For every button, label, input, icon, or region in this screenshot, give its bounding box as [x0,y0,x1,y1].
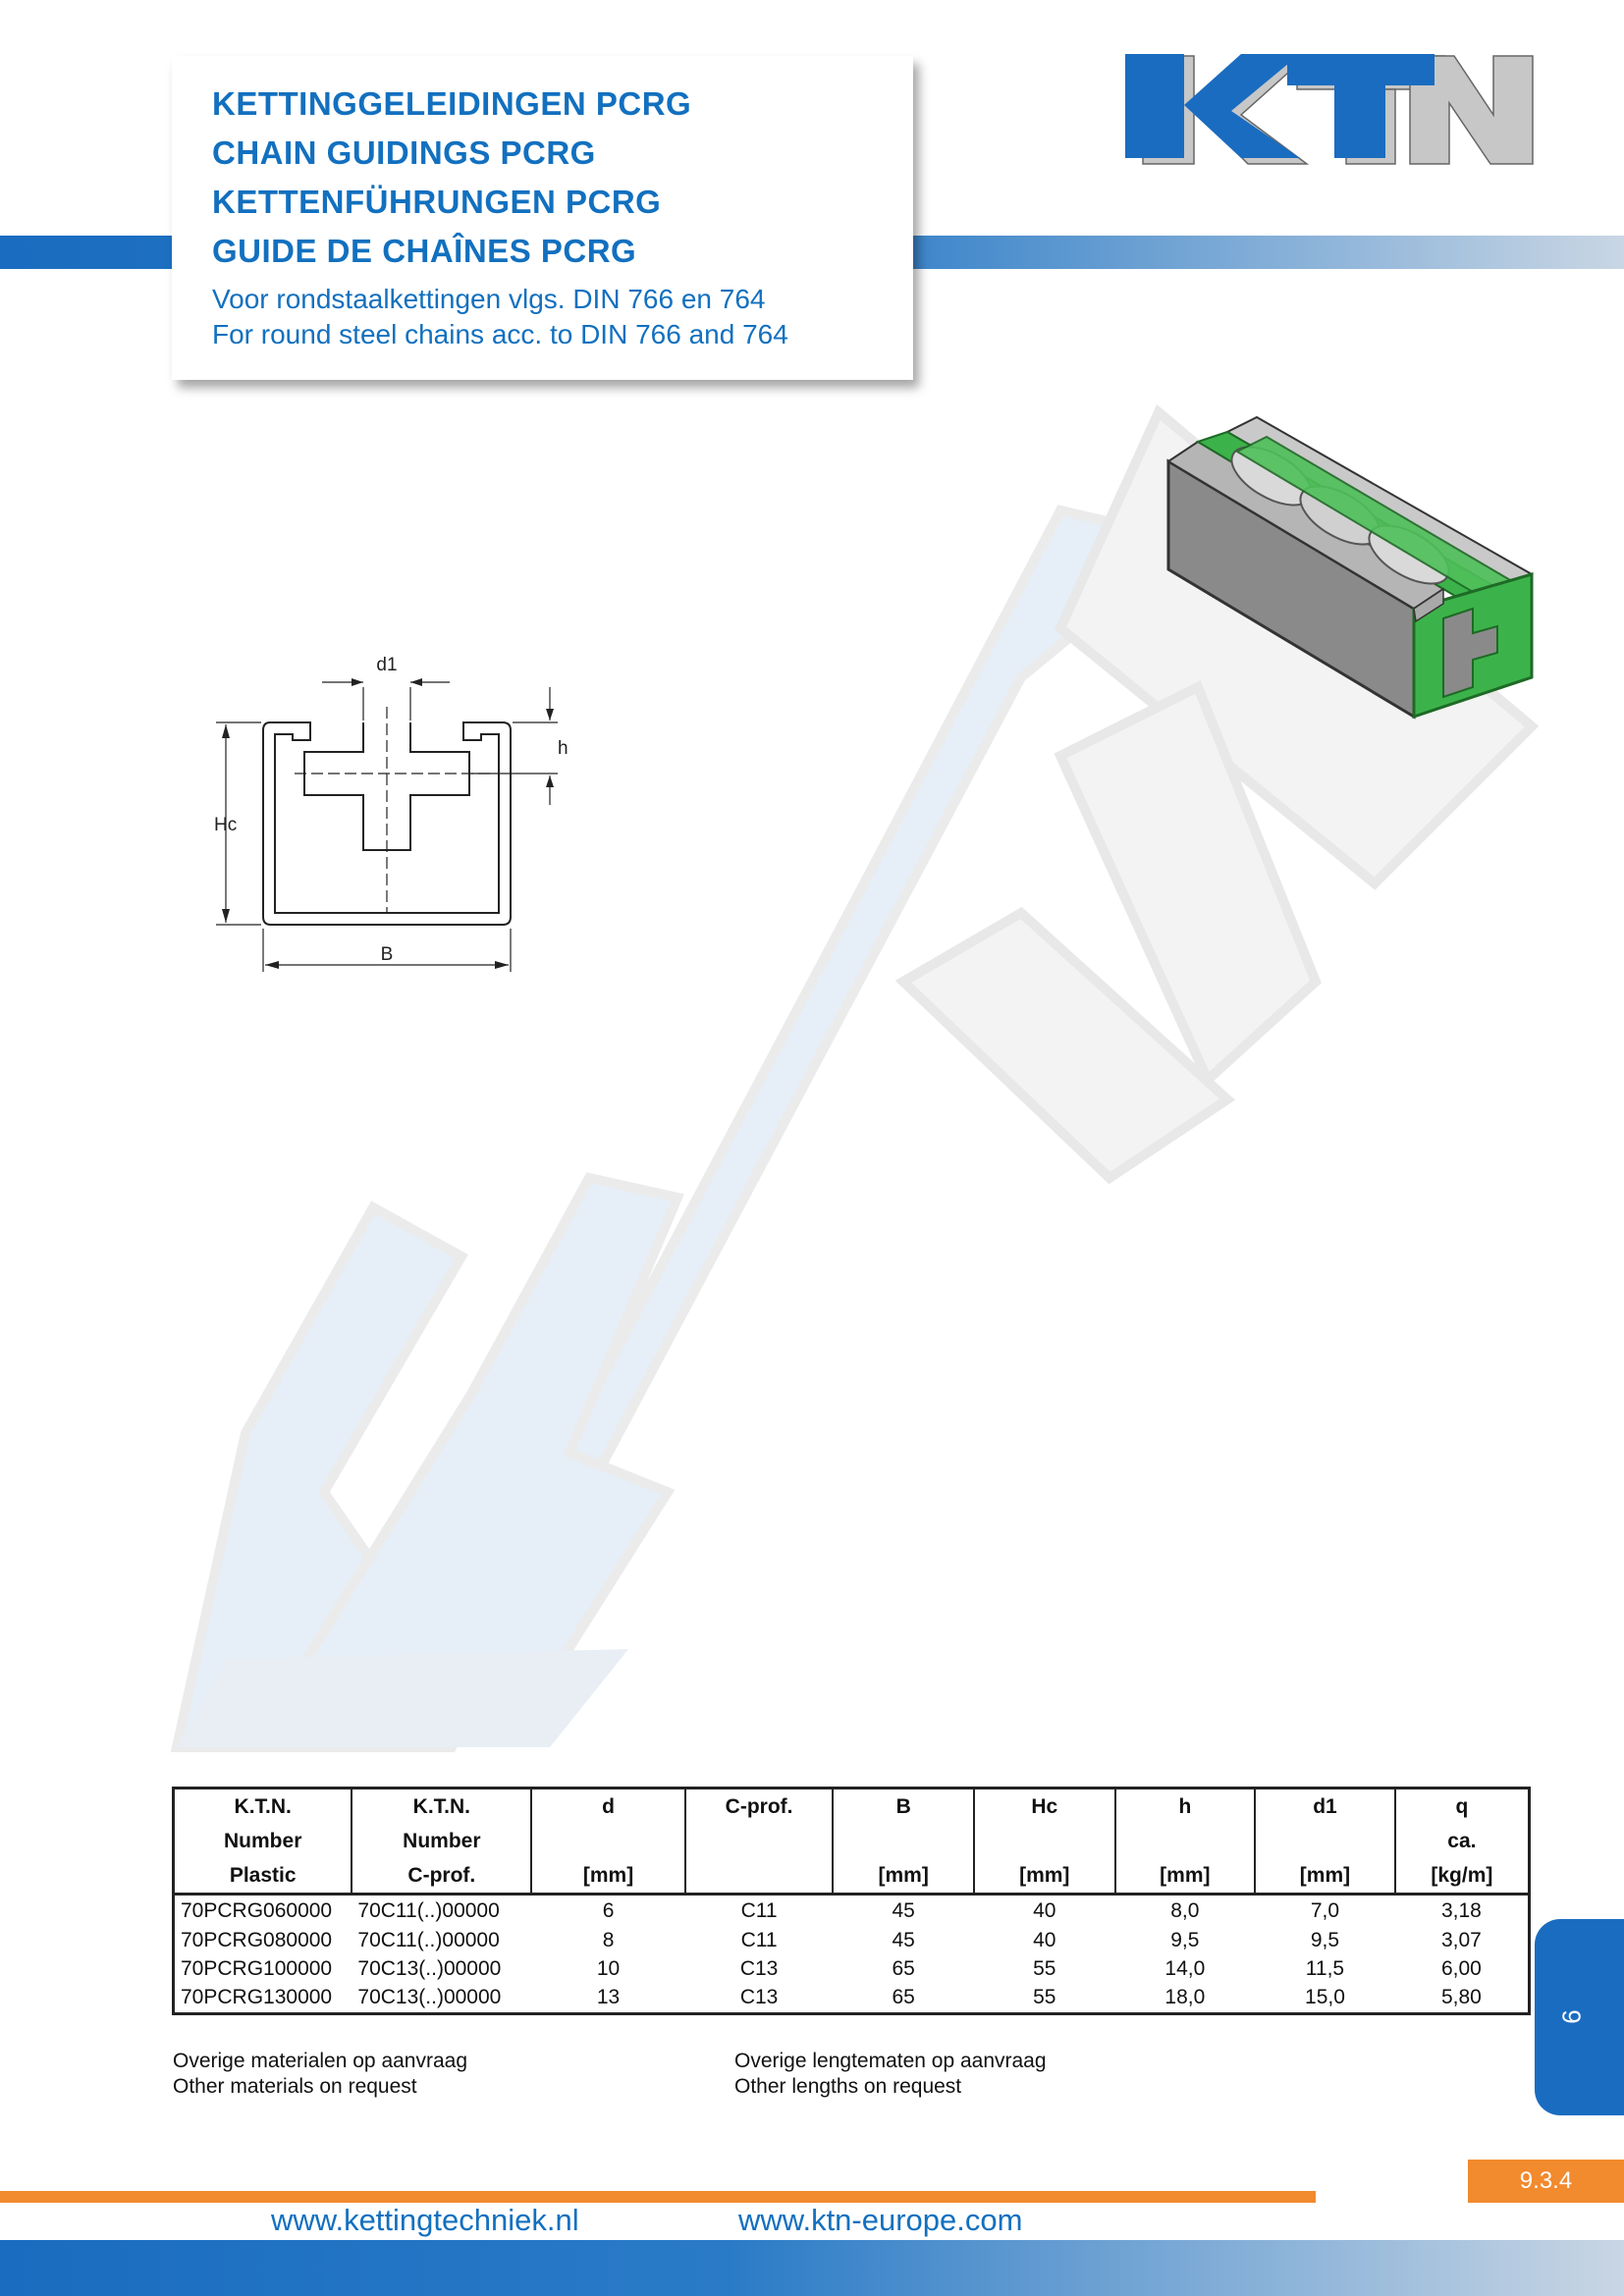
title-box [172,56,913,380]
label-d1: d1 [376,655,397,675]
chapter-tab[interactable]: 9 [1535,1919,1624,2115]
bottom-color-band [0,2240,1624,2296]
col-d: d[mm] [530,1788,685,1896]
title-line-en: CHAIN GUIDINGS PCRG [212,134,596,171]
note-materials-en: Other materials on request [173,2075,417,2098]
chapter-number: 9 [1556,2009,1587,2024]
title-line-fr: GUIDE DE CHAÎNES PCRG [212,233,637,269]
col-cprof: C-prof. [683,1788,834,1896]
note-lengths-nl: Overige lengtematen op aanvraag [734,2050,1047,2072]
col-d1: d1[mm] [1254,1788,1395,1896]
orange-divider [0,2191,1316,2203]
title-line-de: KETTENFÜHRUNGEN PCRG [212,184,662,220]
cross-section-drawing: d1 h Hc B [214,655,568,972]
page-reference: 9.3.4 [1468,2160,1624,2203]
note-materials-nl: Overige materialen op aanvraag [173,2050,468,2072]
website-link-ktn-europe[interactable]: www.ktn-europe.com [738,2203,1023,2237]
note-lengths-en: Other lengths on request [734,2075,962,2098]
col-h: h[mm] [1113,1788,1256,1896]
col-b: B[mm] [832,1788,974,1896]
col-hc: Hc[mm] [972,1788,1115,1896]
subtitle-line-nl: Voor rondstaalkettingen vlgs. DIN 766 en… [212,284,766,314]
label-h: h [558,738,568,759]
label-b: B [381,944,394,965]
chain-guide-illustration [1166,415,1535,720]
title-line-nl: KETTINGGELEIDINGEN PCRG [212,85,692,122]
label-hc: Hc [214,815,237,835]
website-link-kettingtechniek[interactable]: www.kettingtechniek.nl [271,2203,579,2237]
ktn-logo [1125,54,1534,165]
subtitle-line-en: For round steel chains acc. to DIN 766 a… [212,319,788,349]
